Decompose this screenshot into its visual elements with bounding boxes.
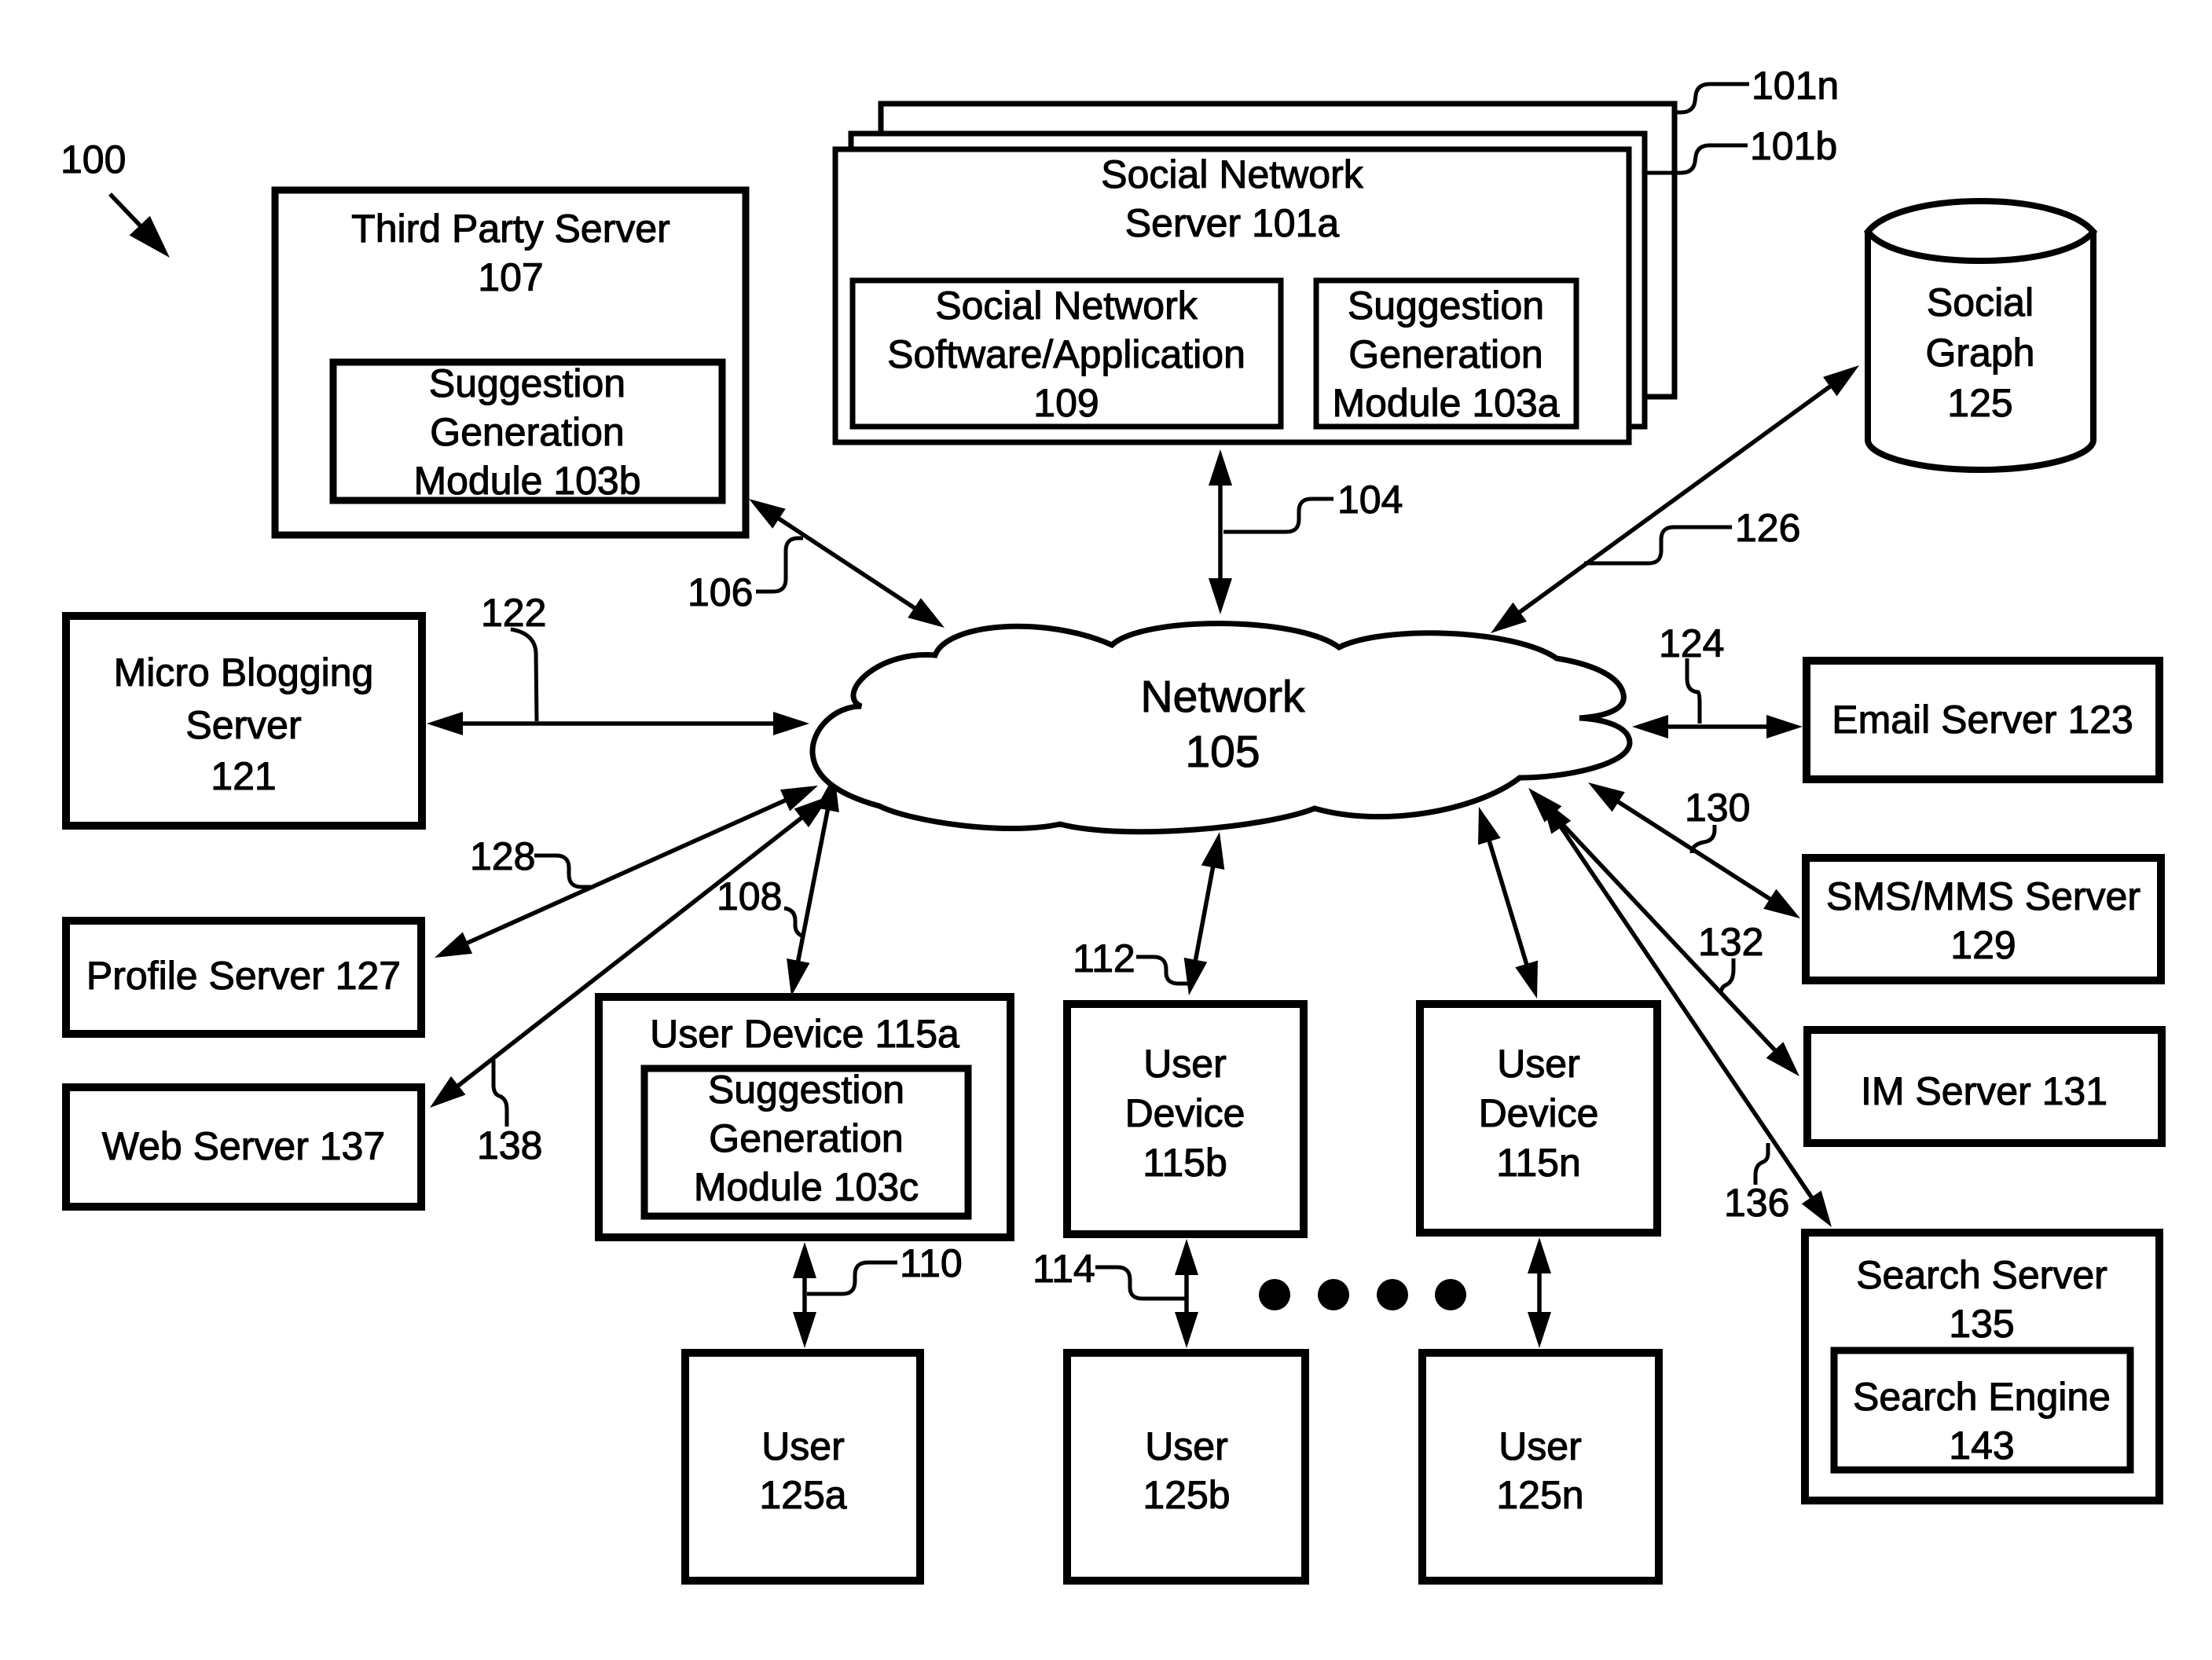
- svg-text:130: 130: [1685, 786, 1750, 830]
- svg-text:Graph: Graph: [1926, 331, 2035, 375]
- svg-text:User: User: [1145, 1424, 1228, 1468]
- svg-text:122: 122: [481, 591, 546, 635]
- svg-text:Search Server: Search Server: [1856, 1253, 2107, 1297]
- svg-text:Device: Device: [1125, 1091, 1245, 1135]
- svg-text:Network: Network: [1140, 672, 1305, 722]
- svg-text:User Device 115a: User Device 115a: [650, 1012, 959, 1056]
- svg-text:124: 124: [1659, 621, 1724, 665]
- svg-text:101n: 101n: [1752, 64, 1839, 108]
- svg-text:Web Server 137: Web Server 137: [102, 1124, 385, 1168]
- svg-text:User: User: [761, 1424, 845, 1468]
- svg-text:105: 105: [1185, 727, 1260, 777]
- svg-text:Device: Device: [1479, 1091, 1599, 1135]
- svg-text:Suggestion: Suggestion: [429, 361, 625, 405]
- svg-text:Social Network: Social Network: [935, 284, 1198, 328]
- svg-text:Software/Application: Software/Application: [887, 332, 1245, 376]
- svg-text:114: 114: [1033, 1247, 1095, 1291]
- svg-text:106: 106: [688, 570, 753, 614]
- svg-text:Suggestion: Suggestion: [708, 1068, 904, 1112]
- svg-text:Generation: Generation: [1348, 332, 1543, 376]
- svg-text:125n: 125n: [1496, 1473, 1583, 1517]
- svg-text:138: 138: [477, 1123, 542, 1167]
- svg-text:112: 112: [1073, 936, 1135, 980]
- svg-text:Suggestion: Suggestion: [1348, 284, 1544, 328]
- svg-text:Module 103c: Module 103c: [694, 1165, 919, 1209]
- svg-text:Server: Server: [185, 703, 301, 747]
- svg-text:104: 104: [1337, 478, 1403, 522]
- svg-text:126: 126: [1735, 506, 1800, 550]
- svg-text:User: User: [1499, 1424, 1582, 1468]
- svg-text:115n: 115n: [1496, 1141, 1581, 1185]
- svg-text:115b: 115b: [1143, 1141, 1227, 1185]
- svg-text:Search Engine: Search Engine: [1853, 1375, 2111, 1419]
- svg-text:Email Server 123: Email Server 123: [1832, 698, 2133, 742]
- svg-text:107: 107: [478, 255, 543, 299]
- svg-text:125: 125: [1947, 381, 2012, 425]
- svg-text:SMS/MMS Server: SMS/MMS Server: [1826, 874, 2140, 918]
- svg-text:Third Party Server: Third Party Server: [351, 207, 670, 251]
- svg-text:125a: 125a: [759, 1473, 846, 1517]
- svg-text:Generation: Generation: [709, 1116, 903, 1160]
- svg-text:132: 132: [1698, 920, 1763, 964]
- svg-text:109: 109: [1033, 381, 1099, 425]
- svg-text:136: 136: [1724, 1181, 1789, 1225]
- svg-text:Profile Server 127: Profile Server 127: [86, 954, 401, 998]
- svg-text:100: 100: [61, 137, 126, 181]
- svg-text:143: 143: [1949, 1424, 2014, 1468]
- svg-text:121: 121: [211, 754, 276, 798]
- svg-text:Social Network: Social Network: [1101, 152, 1363, 196]
- svg-text:Social: Social: [1927, 280, 2034, 324]
- svg-text:125b: 125b: [1143, 1473, 1230, 1517]
- svg-text:129: 129: [1950, 923, 2016, 967]
- svg-text:IM Server 131: IM Server 131: [1861, 1069, 2107, 1113]
- svg-text:User: User: [1143, 1042, 1227, 1086]
- svg-text:101b: 101b: [1750, 124, 1837, 168]
- svg-text:Server 101a: Server 101a: [1125, 201, 1340, 245]
- svg-text:128: 128: [470, 834, 535, 878]
- svg-text:User: User: [1497, 1042, 1580, 1086]
- svg-text:Module 103b: Module 103b: [413, 459, 640, 503]
- svg-text:108: 108: [717, 874, 782, 918]
- svg-text:Generation: Generation: [430, 410, 624, 454]
- svg-text:110: 110: [900, 1241, 963, 1285]
- svg-text:Micro Blogging: Micro Blogging: [114, 650, 374, 694]
- svg-text:Module 103a: Module 103a: [1332, 381, 1559, 425]
- svg-text:135: 135: [1949, 1302, 2014, 1346]
